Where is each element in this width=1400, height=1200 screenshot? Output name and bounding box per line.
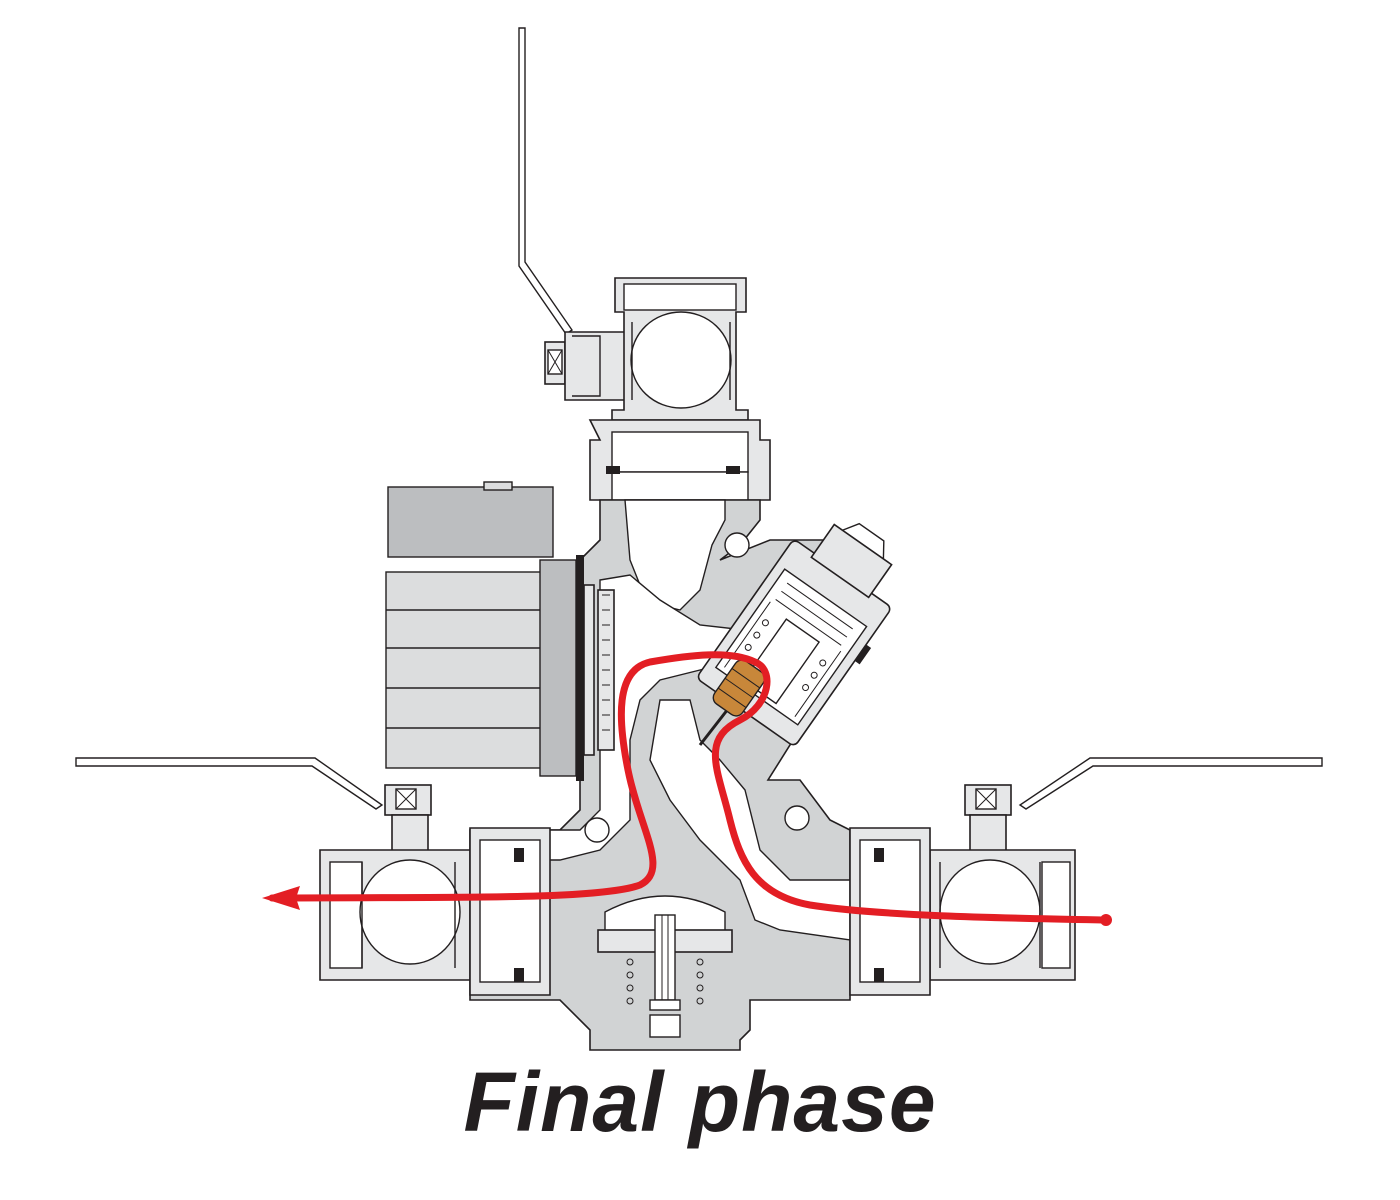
right-ball-valve [849,757,1323,996]
left-ball-valve [75,757,551,996]
flow-path [262,651,1112,926]
flow-start-marker [1100,914,1112,926]
circulator-pump [385,481,615,781]
left-valve-handle [75,757,384,810]
check-valve [597,895,733,1038]
flow-line [268,651,1110,924]
thermostat-element [698,659,766,746]
flow-arrow-head-left [262,886,300,910]
right-valve-handle [1018,757,1323,810]
top-valve-handle [518,27,573,335]
top-ball-valve [518,27,771,501]
diagram-caption: Final phase [463,1055,937,1149]
